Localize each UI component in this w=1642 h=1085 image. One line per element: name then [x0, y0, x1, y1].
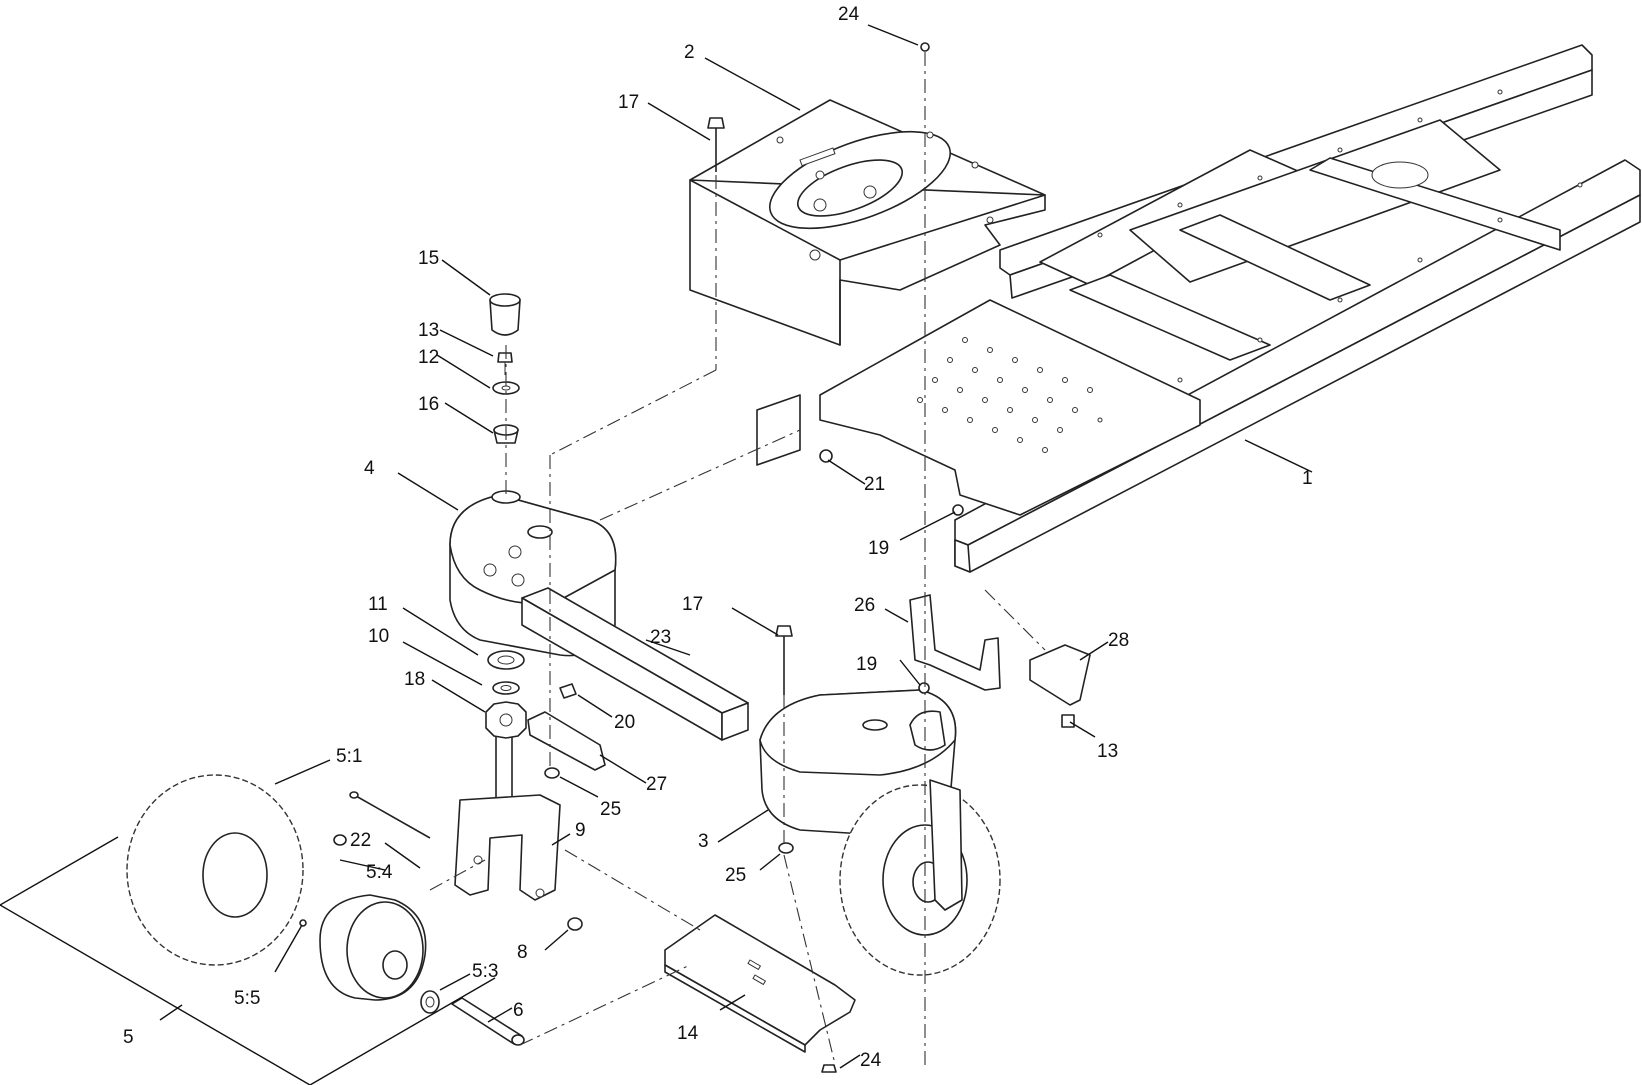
callout-22: 22 [350, 830, 371, 851]
callout-25-left: 25 [600, 799, 621, 820]
right-caster-wheel [839, 779, 1001, 976]
callout-26: 26 [854, 595, 875, 616]
callout-11: 11 [368, 594, 388, 615]
callout-24-upper: 24 [838, 4, 860, 25]
axle-tube [521, 587, 749, 741]
leader-lines [159, 24, 1313, 1069]
bracket-27 [527, 711, 606, 771]
assembly-group-bracket [0, 836, 496, 1085]
callout-5: 5 [123, 1027, 134, 1048]
callout-5-1: 5:1 [336, 746, 362, 767]
callout-17-lower: 17 [682, 594, 703, 615]
spindle-bolt [349, 791, 431, 839]
callout-15: 15 [418, 248, 439, 269]
assembly-lines [429, 52, 1046, 1065]
floor-pan [689, 99, 1046, 346]
callout-14: 14 [677, 1023, 699, 1044]
main-frame [756, 44, 1641, 573]
callout-4: 4 [364, 458, 375, 479]
callout-25-right: 25 [725, 865, 746, 886]
bracket-28 [1029, 644, 1091, 706]
caster-fork [454, 734, 561, 901]
rail-holes [1097, 89, 1583, 423]
callout-5-5: 5:5 [234, 988, 260, 1009]
tank-cap-stack [489, 293, 521, 444]
axle-spacer [451, 997, 525, 1046]
callout-6: 6 [513, 1000, 524, 1021]
callout-19-upper: 19 [868, 538, 889, 559]
foot-plate [664, 914, 856, 1053]
callout-13-upper: 13 [418, 320, 439, 341]
callout-13-lower: 13 [1097, 741, 1118, 762]
callout-3: 3 [698, 831, 709, 852]
callout-labels: 1 2 3 4 5 5:1 5:3 5:4 5:5 6 8 9 10 11 12… [123, 4, 1313, 1071]
callout-19-lower: 19 [856, 654, 877, 675]
callout-2: 2 [684, 42, 695, 63]
callout-27: 27 [646, 774, 667, 795]
left-caster-wheel [126, 774, 427, 1001]
bracket-26 [909, 594, 1001, 691]
callout-16: 16 [418, 394, 439, 415]
callout-8: 8 [517, 942, 528, 963]
callout-10: 10 [368, 626, 389, 647]
wheel-bearing [420, 990, 440, 1014]
callout-20: 20 [614, 712, 635, 733]
callout-17-upper: 17 [618, 92, 639, 113]
callout-24-lower: 24 [860, 1050, 882, 1071]
callout-5-3: 5:3 [472, 961, 498, 982]
floor-plate-holes [917, 337, 1093, 453]
fork-bearing-stack [485, 650, 527, 739]
callout-1: 1 [1302, 468, 1313, 489]
callout-12: 12 [418, 347, 439, 368]
callout-5-4: 5:4 [366, 862, 393, 883]
callout-18: 18 [404, 669, 425, 690]
hardware [544, 42, 1075, 1073]
callout-23: 23 [650, 627, 671, 648]
callout-28: 28 [1108, 630, 1129, 651]
callout-9: 9 [575, 820, 586, 841]
callout-21: 21 [864, 474, 885, 495]
